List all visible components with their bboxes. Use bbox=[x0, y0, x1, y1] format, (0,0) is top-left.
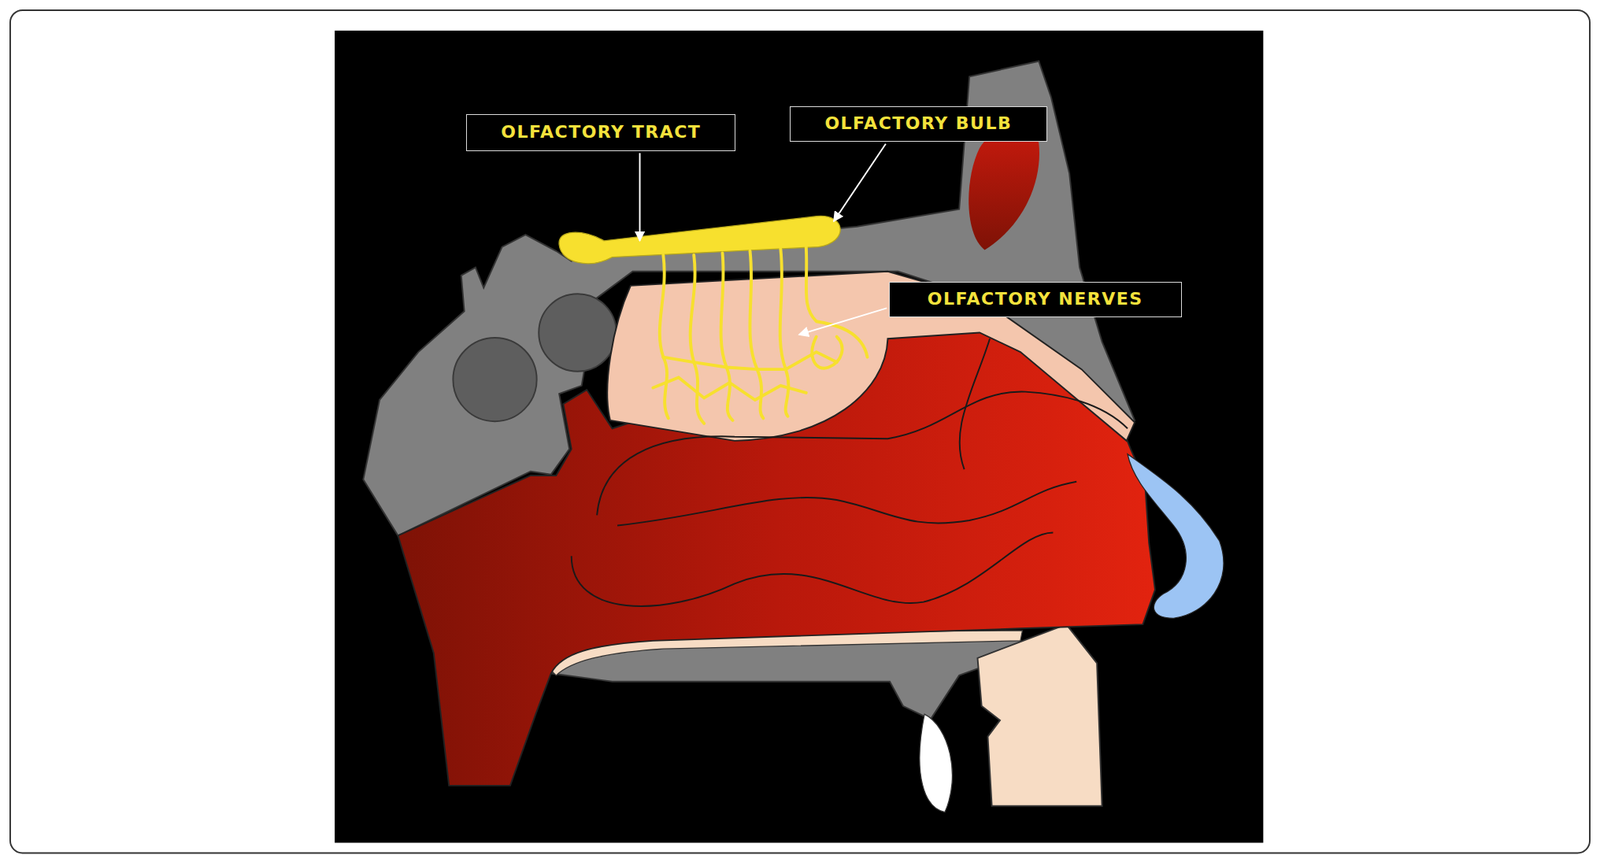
label-box: OLFACTORY NERVES bbox=[888, 281, 1182, 318]
leader-line bbox=[833, 144, 886, 222]
leader-line bbox=[799, 307, 887, 335]
sphenoid-sinus bbox=[452, 337, 537, 422]
label-text: OLFACTORY TRACT bbox=[500, 122, 701, 142]
olfactory-nerve-fibres bbox=[652, 247, 867, 424]
frontal-sinus bbox=[968, 125, 1040, 250]
upper-lip bbox=[977, 624, 1102, 807]
outer-frame bbox=[10, 10, 1590, 853]
incisor-tooth bbox=[919, 714, 953, 812]
label-box: OLFACTORY TRACT bbox=[466, 114, 736, 152]
nasal-cartilage bbox=[1127, 454, 1224, 619]
leader-lines bbox=[640, 144, 888, 335]
olfactory-tract-bulb bbox=[559, 215, 841, 263]
turbinate-lines bbox=[571, 338, 1128, 607]
black-panel bbox=[334, 30, 1263, 844]
sphenoid-sinus bbox=[538, 293, 616, 371]
label-text: OLFACTORY NERVES bbox=[927, 289, 1144, 309]
label-text: OLFACTORY BULB bbox=[824, 114, 1012, 134]
label-box: OLFACTORY BULB bbox=[789, 106, 1048, 142]
leader-line bbox=[639, 152, 641, 241]
